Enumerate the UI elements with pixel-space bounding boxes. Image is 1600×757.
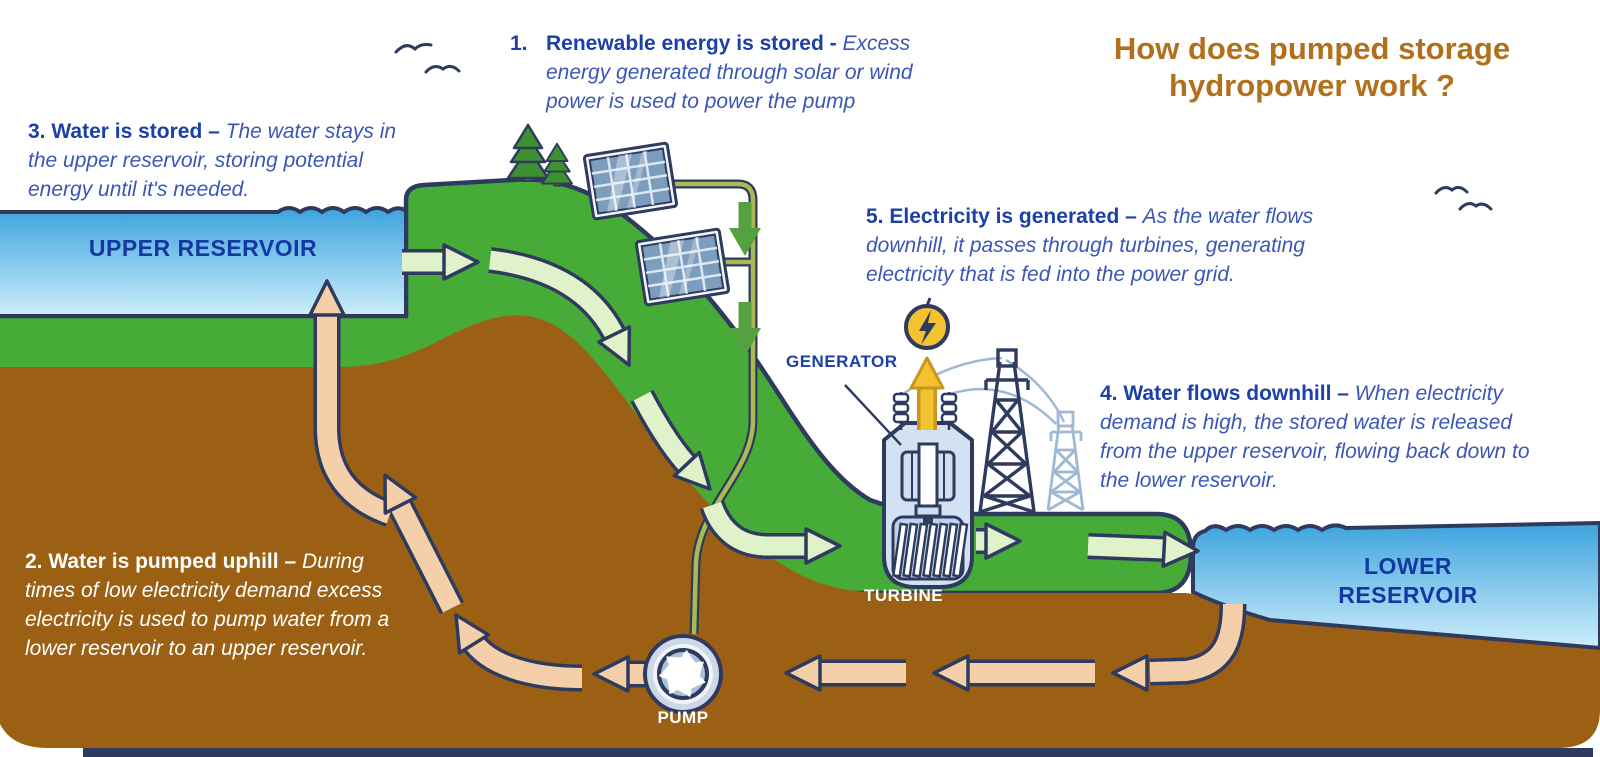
step-5-annotation: 5. Electricity is generated – As the wat… [866, 205, 1314, 286]
water-flow-arrows [402, 243, 1200, 568]
turbine-icon [892, 522, 969, 578]
bird-icon [394, 43, 1493, 211]
upper-reservoir-label: UPPER RESERVOIR [88, 235, 318, 261]
step-2-annotation: 2. Water is pumped uphill – During times… [25, 550, 390, 660]
soil-ground [0, 315, 1600, 748]
step-1-annotation: 1. Renewable energy is stored - Excess e… [510, 30, 950, 117]
step-number: 1. [510, 32, 528, 55]
transmission-tower-icon [902, 348, 1085, 514]
step-body: When electricity demand is high, the sto… [1100, 382, 1530, 492]
powerhouse [844, 384, 974, 589]
step-heading: 5. Electricity is generated [866, 205, 1120, 228]
generator-label: GENERATOR [786, 352, 898, 371]
lower-reservoir-label: LOWER RESERVOIR [1338, 553, 1478, 608]
step-3-annotation: 3. Water is stored – The water stays in … [28, 120, 397, 201]
step-body: As the water flows downhill, it passes t… [866, 205, 1314, 286]
upper-reservoir-water [0, 206, 408, 318]
energy-flow-arrows [729, 202, 761, 356]
pump-label: PUMP [657, 708, 709, 727]
step-heading: 4. Water flows downhill [1100, 382, 1332, 405]
step-body: The water stays in the upper reservoir, … [28, 120, 397, 201]
step-heading: 2. Water is pumped uphill [25, 550, 279, 573]
generator-pointer-line [844, 384, 902, 446]
pump-icon [643, 634, 723, 714]
turbine-label: TURBINE [864, 586, 944, 605]
ground-baseline [83, 748, 1593, 757]
electricity-output [904, 297, 950, 430]
step-body: During times of low electricity demand e… [25, 550, 390, 660]
page-title: How does pumped storage hydropower work … [1113, 31, 1511, 104]
pine-tree-icon [506, 123, 573, 187]
step-4-annotation: 4. Water flows downhill – When electrici… [1100, 382, 1530, 492]
step-heading: 3. Water is stored [28, 120, 203, 143]
lower-reservoir-water [1191, 520, 1600, 651]
step-text: Renewable energy is stored - Excess ener… [546, 32, 913, 113]
